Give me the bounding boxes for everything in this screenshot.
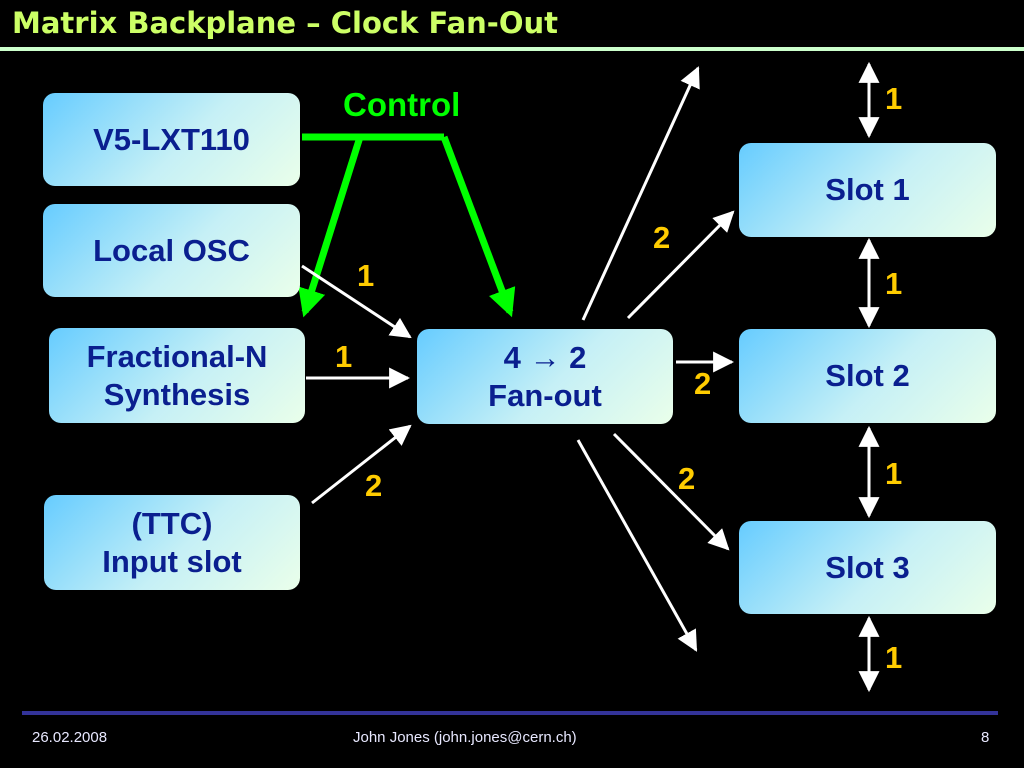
input-slot-label: Input slot	[102, 543, 242, 579]
arrow-ttc-to-fanout	[311, 424, 412, 505]
v5-lxt110-label: V5-LXT110	[93, 121, 250, 157]
label-local-osc-to-fanout: 1	[357, 258, 375, 293]
footer-divider	[22, 711, 998, 715]
footer-author: John Jones (john.jones@cern.ch)	[353, 729, 577, 746]
title-divider	[0, 47, 1024, 51]
footer-date: 26.02.2008	[32, 729, 108, 746]
slot-2-box: Slot 2	[739, 329, 996, 423]
label-ttc-to-fanout: 2	[365, 468, 383, 503]
arrow-local-osc-to-fanout	[301, 264, 412, 339]
local-osc-box: Local OSC	[43, 204, 300, 297]
label-fanout-to-slot1: 2	[653, 220, 671, 255]
slot-2-label: Slot 2	[825, 358, 910, 394]
label-slot1-to-slot2: 1	[885, 266, 903, 301]
fractional-n-synthesis-box: Fractional-N Synthesis	[49, 328, 305, 423]
control-arrow-to-fanout	[440, 135, 516, 318]
arrow-fanout-to-slot3	[612, 432, 730, 551]
slot-3-box: Slot 3	[739, 521, 996, 614]
fractional-n-label: Fractional-N	[86, 338, 268, 374]
slide-title: Matrix Backplane – Clock Fan-Out	[12, 6, 559, 40]
slot-1-box: Slot 1	[739, 143, 996, 237]
label-fanout-to-slot2: 2	[694, 366, 712, 401]
arrow-fanout-up	[581, 66, 700, 321]
fanout-box: 4 → 2 Fan-out	[417, 329, 673, 424]
label-slot2-to-slot3: 1	[885, 456, 903, 491]
footer-page-number: 8	[981, 729, 990, 746]
label-fractional-to-fanout: 1	[335, 339, 353, 374]
control-label: Control	[343, 86, 461, 123]
ttc-label: (TTC)	[131, 505, 213, 541]
label-fanout-to-slot3: 2	[678, 461, 696, 496]
local-osc-label: Local OSC	[93, 232, 250, 268]
label-below-slot3: 1	[885, 640, 903, 675]
v5-lxt110-box: V5-LXT110	[43, 93, 300, 186]
control-arrow-to-fractional	[298, 135, 364, 318]
fanout-label: Fan-out	[488, 377, 602, 413]
arrow-fanout-down	[576, 439, 698, 652]
slot-3-label: Slot 3	[825, 549, 910, 585]
slot-1-label: Slot 1	[825, 172, 910, 208]
arrow-fanout-to-slot1	[626, 210, 735, 320]
ttc-input-slot-box: (TTC) Input slot	[44, 495, 300, 590]
fanout-ratio-label: 4 → 2	[503, 339, 587, 375]
label-above-slot1: 1	[885, 81, 903, 116]
synthesis-label: Synthesis	[103, 376, 251, 412]
